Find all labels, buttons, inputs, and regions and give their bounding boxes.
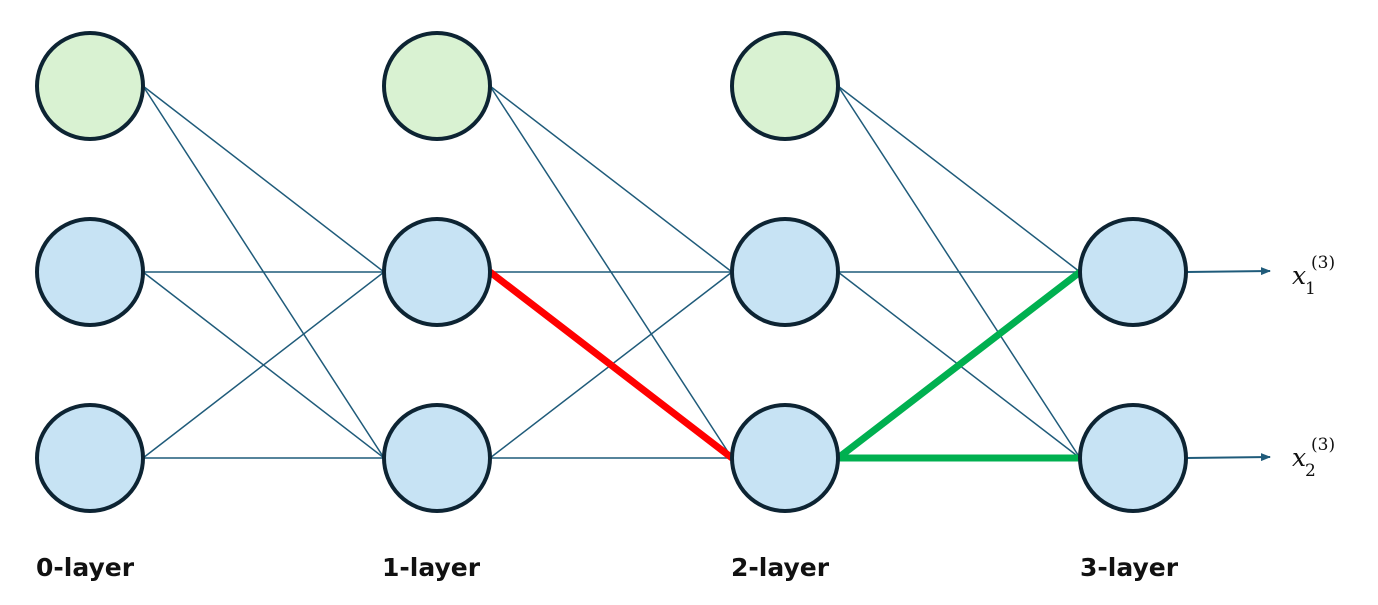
output-arrows [1185,267,1271,462]
node-layer2-0 [730,31,840,141]
output-1-var: x [1292,261,1306,290]
node-layer0-1 [35,217,145,327]
output-2-var: x [1292,443,1306,472]
node-layer2-1 [730,217,840,327]
edge-l1n0-l2n1 [489,85,733,273]
node-layer1-0 [382,31,492,141]
output-1-sup: (3) [1311,253,1335,273]
output-arrow-1 [1185,267,1271,276]
layer-label-3: 3-layer [1080,553,1179,582]
node-layer3-1 [1078,403,1188,513]
layer-label-1: 1-layer [382,553,481,582]
node-layer3-0 [1078,217,1188,327]
output-label-2: x 2 (3) [1292,435,1335,481]
output-arrow-2 [1185,453,1271,462]
layer-label-2: 2-layer [731,553,830,582]
highlighted-edge-0 [486,268,736,462]
node-layer2-2 [730,403,840,513]
edges [142,85,1081,459]
edge-l0n2-l1n1 [142,271,385,459]
node-layer0-2 [35,403,145,513]
output-2-sub: 2 [1305,461,1316,481]
layer-labels: 0-layer 1-layer 2-layer 3-layer [36,553,1179,582]
output-1-sub: 1 [1305,279,1316,299]
output-2-sup: (3) [1311,435,1335,455]
nodes [35,31,1188,513]
highlighted-edge-1 [834,268,1084,462]
edge-l2n0-l3n0 [837,85,1081,273]
output-labels: x 1 (3) x 2 (3) [1292,253,1335,481]
output-label-1: x 1 (3) [1292,253,1335,299]
edge-l0n0-l1n1 [142,85,385,273]
node-layer0-0 [35,31,145,141]
highlighted-edges [486,268,1084,462]
layer-label-0: 0-layer [36,553,135,582]
node-layer1-2 [382,403,492,513]
node-layer1-1 [382,217,492,327]
